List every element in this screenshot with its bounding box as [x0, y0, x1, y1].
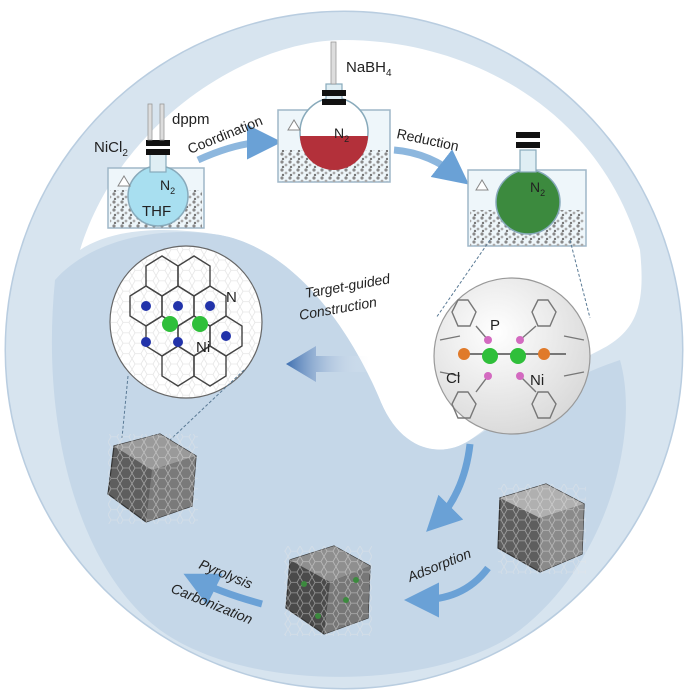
arrow-coordination [196, 124, 282, 164]
atom-n-5 [173, 337, 183, 347]
label-nicl2: NiCl2 [94, 139, 128, 159]
atom-cl-2 [538, 348, 550, 360]
green-solution [495, 169, 561, 235]
label-dppm: dppm [172, 111, 210, 128]
flask-thf [107, 103, 205, 229]
atom-p-4 [516, 372, 524, 380]
stopper-band [146, 140, 170, 146]
atom-ni-1 [482, 348, 498, 364]
label-n2-flask3: N2 [530, 179, 545, 198]
atom-cl-1 [458, 348, 470, 360]
arrow-adsorption [404, 565, 491, 618]
stir-warning-icon-2 [287, 119, 301, 131]
zoom-line-right [569, 239, 591, 319]
atom-ni-2 [510, 348, 526, 364]
atom-p-2 [516, 336, 524, 344]
atom-ni-graphene-1 [162, 316, 178, 332]
carbon-particle-left [107, 433, 198, 524]
syringe-nabh4 [330, 41, 337, 85]
atom-n-4 [141, 337, 151, 347]
atom-p-1 [484, 336, 492, 344]
flask-red [277, 41, 391, 183]
flask-green [467, 132, 587, 247]
atom-n-3 [205, 301, 215, 311]
label-n2-flask1: N2 [160, 177, 175, 196]
label-atom-n: N [226, 289, 237, 306]
label-n2-flask2: N2 [334, 125, 349, 144]
label-atom-ni-complex: Ni [530, 372, 544, 389]
stir-warning-icon [117, 175, 131, 187]
arrow-pyrolysis [183, 573, 263, 608]
label-thf: THF [142, 203, 171, 220]
arrow-target-guided [286, 346, 372, 382]
carbon-particle-loaded [284, 545, 372, 636]
arrow-molecule-down [426, 443, 474, 532]
ni-complex-molecule [433, 277, 591, 435]
label-atom-cl: Cl [446, 370, 460, 387]
label-atom-p: P [490, 317, 500, 334]
syringe-nicl2 [147, 103, 153, 141]
red-solution [300, 136, 368, 170]
atom-n-2 [173, 301, 183, 311]
syringe-dppm [159, 103, 165, 141]
zoom-line-left [435, 239, 491, 319]
carbon-particle-right [497, 483, 586, 574]
atom-n-1 [141, 301, 151, 311]
label-atom-ni-graphene: Ni [196, 339, 210, 356]
atom-p-3 [484, 372, 492, 380]
ni-n-graphene-structure [109, 245, 263, 399]
arrow-reduction [393, 146, 470, 185]
stir-warning-icon-3 [475, 179, 489, 191]
atom-ni-graphene-2 [192, 316, 208, 332]
label-nabh4: NaBH4 [346, 59, 392, 79]
atom-n-6 [221, 331, 231, 341]
